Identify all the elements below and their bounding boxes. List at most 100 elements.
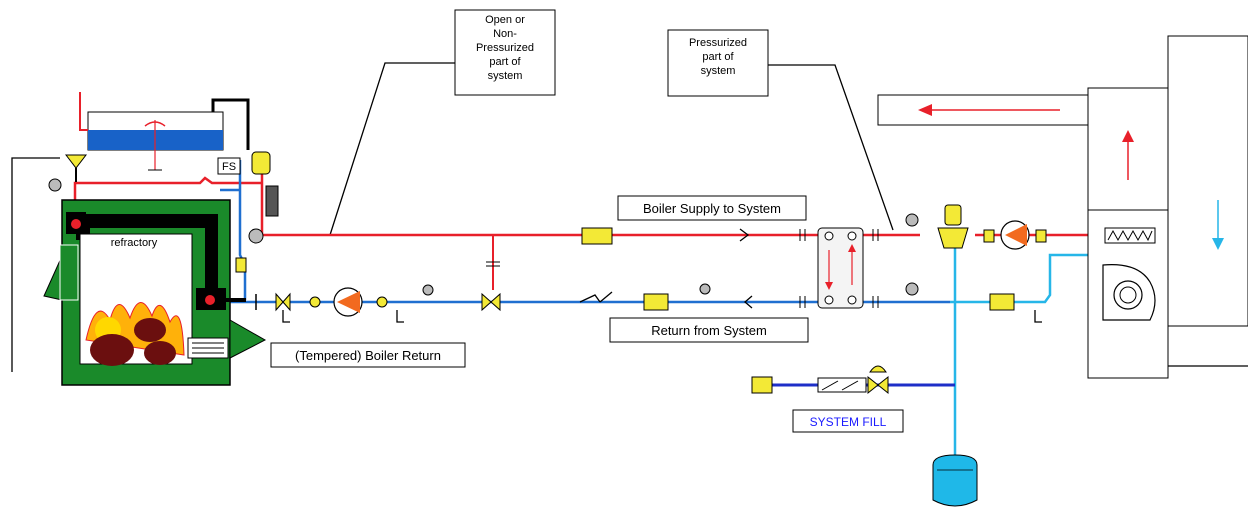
pipe-labels: Boiler Supply to System Return from Syst…	[270, 195, 809, 368]
system-pump-flange-2	[1035, 229, 1047, 243]
boiler: refractory	[43, 199, 267, 386]
heat-exchanger	[799, 227, 879, 309]
return-flow-arrow	[744, 295, 753, 309]
return-from-system-box	[609, 317, 809, 343]
mixing-valve[interactable]	[481, 292, 501, 312]
air-vent[interactable]	[251, 151, 271, 175]
flow-switch	[217, 157, 241, 175]
supply-port-icon	[71, 219, 81, 229]
system-relief-valve[interactable]	[944, 204, 962, 226]
hx-return-gauge-icon	[905, 282, 919, 296]
open-system-line-5: system	[488, 70, 523, 82]
hx-cold-arrow	[848, 244, 856, 252]
tempered-return-box	[270, 342, 466, 368]
blend-line	[238, 160, 247, 300]
open-system-callout: Open or Non- Pressurized part of system	[329, 9, 556, 236]
boiler-supply-box	[617, 195, 807, 221]
supply-flow-arrow	[739, 228, 750, 242]
coil-fins	[1107, 229, 1153, 242]
pressurized-line-3: system	[701, 65, 736, 77]
vent-line	[11, 157, 60, 372]
system-fill-label: SYSTEM FILL	[810, 415, 887, 429]
return-components	[255, 227, 753, 323]
plate-heat-exchanger	[817, 227, 864, 309]
check-valve	[579, 294, 601, 303]
air-handler	[877, 35, 1248, 379]
return-isolation-valve[interactable]	[275, 292, 291, 312]
system-pump-flange-1	[983, 229, 995, 243]
drain-1	[282, 310, 290, 323]
return-air-arrow	[1212, 238, 1224, 250]
hx-supply-gauge-icon	[905, 213, 919, 227]
open-system-line-3: Pressurized	[476, 42, 534, 54]
pressurized-leader	[768, 64, 894, 231]
bfp-check-1	[821, 380, 839, 391]
system-return-valve[interactable]	[989, 293, 1015, 311]
boiler-top-pipe	[73, 176, 262, 210]
hx-port-3	[824, 295, 834, 305]
heated-air-arrow	[1122, 130, 1134, 142]
drain-2	[396, 310, 404, 323]
aquastat	[265, 185, 279, 217]
tempered-return-label: (Tempered) Boiler Return	[295, 348, 441, 363]
supply-gauge-icon	[248, 228, 264, 244]
hx-port-1	[824, 231, 834, 241]
flow-switch-label: FS	[222, 161, 236, 173]
pressurized-line-2: part of	[702, 51, 734, 63]
pressurized-components	[905, 204, 1047, 323]
blend-valve[interactable]	[235, 257, 247, 273]
bfp-check-2	[841, 380, 859, 391]
hx-port-4	[847, 295, 857, 305]
open-tank	[79, 92, 250, 171]
system-fill-box	[792, 409, 904, 433]
pump-flange-2	[376, 296, 388, 308]
relief-valve[interactable]	[64, 154, 88, 169]
boiler-supply-label: Boiler Supply to System	[643, 201, 781, 216]
drain-3	[1034, 310, 1042, 323]
return-from-system-label: Return from System	[651, 323, 767, 338]
system-return-gauge-icon	[699, 283, 711, 295]
open-system-box	[454, 9, 556, 96]
pump-flange-1	[309, 296, 321, 308]
hx-port-2	[847, 231, 857, 241]
return-ball-valve[interactable]	[643, 293, 669, 311]
temp-gauge-icon	[48, 178, 62, 192]
fill-piping: SYSTEM FILL	[751, 365, 955, 433]
supply-ball-valve[interactable]	[581, 227, 613, 245]
open-system-line-2: Non-	[493, 28, 517, 40]
check-valve-flap	[599, 291, 613, 303]
hx-hot-arrow	[825, 282, 833, 290]
air-separator	[937, 227, 969, 249]
tank-overflow	[79, 92, 88, 131]
wood-log-2	[134, 318, 166, 342]
boiler-fittings: FS	[48, 151, 279, 273]
supply-main	[260, 183, 920, 237]
wood-log-3	[144, 341, 176, 365]
wood-log-1	[90, 334, 134, 366]
draft-door	[43, 255, 63, 301]
blower-hub	[1119, 286, 1137, 304]
pressurized-box	[667, 29, 769, 97]
expansion-tank-body	[932, 454, 978, 507]
supply-air-arrow	[918, 104, 932, 116]
fill-ball-valve[interactable]	[751, 376, 773, 394]
pressurized-line-1: Pressurized	[689, 37, 747, 49]
return-duct	[1167, 35, 1248, 327]
return-gauge-icon	[422, 284, 434, 296]
system-pump-icon	[1005, 224, 1027, 246]
pressurized-callout: Pressurized part of system	[667, 29, 894, 231]
open-system-line-4: part of	[489, 56, 521, 68]
refractory-label: refractory	[111, 237, 158, 249]
flue-outlet	[229, 319, 267, 359]
tank-vent-pipe	[211, 98, 250, 150]
prv-bonnet	[869, 365, 887, 373]
pressure-reducing-valve[interactable]	[867, 375, 889, 395]
expansion-tank	[932, 454, 978, 507]
heat-exchanger-passes	[76, 214, 218, 296]
open-system-line-1: Open or	[485, 14, 525, 26]
backflow-preventer	[817, 377, 867, 393]
boiler-pump-icon	[337, 291, 360, 313]
return-port-icon	[205, 295, 215, 305]
